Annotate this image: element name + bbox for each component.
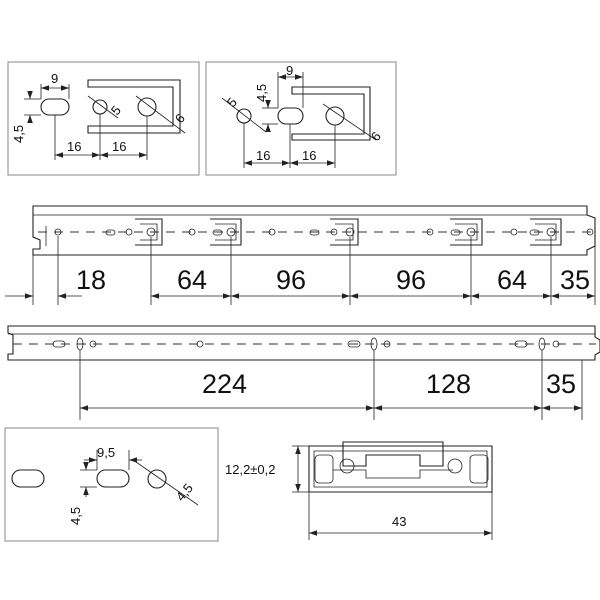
- dim-224: 224: [202, 369, 247, 399]
- slot-hole: [277, 107, 304, 125]
- dim-96-b: 96: [396, 265, 426, 295]
- rail-bracket: [530, 218, 562, 246]
- dim-4-5: 4,5: [11, 125, 26, 143]
- rail-bottom: 224 128 35: [7, 325, 600, 420]
- dim-18: 18: [76, 265, 106, 295]
- dim-64-b: 64: [497, 265, 527, 295]
- dim-35: 35: [560, 265, 590, 295]
- dim-35: 35: [546, 369, 576, 399]
- slot-hole: [96, 469, 130, 488]
- dim-9-5: 9,5: [97, 445, 115, 460]
- dim-9: 9: [51, 71, 58, 86]
- dim-4-5-a: 4,5: [68, 507, 83, 525]
- dim-16-b: 16: [302, 148, 316, 163]
- dim-64-a: 64: [177, 265, 207, 295]
- detail-bottom-left: 9,5 4,5 4,5: [4, 427, 219, 542]
- dim-4-5: 4,5: [254, 84, 269, 102]
- rail-bracket: [450, 218, 483, 246]
- rail-top: 18 64 96 96 64 35: [5, 205, 597, 305]
- cross-section: 12,2±0,2 43: [225, 441, 493, 540]
- dim-96-a: 96: [276, 265, 306, 295]
- profile-outline: [308, 445, 493, 493]
- round-hole: [147, 469, 167, 489]
- rail-outline: [7, 325, 600, 361]
- dim-9: 9: [286, 63, 293, 78]
- dim-16-b: 16: [112, 139, 126, 154]
- dim-16-a: 16: [67, 139, 81, 154]
- rail-bracket: [210, 218, 242, 246]
- detail-top-left: 9 4,5 5 6 16 16: [7, 61, 200, 176]
- hook-bracket: [291, 86, 371, 141]
- dim-16-a: 16: [256, 148, 270, 163]
- dim-width: 43: [392, 514, 406, 529]
- dim-height: 12,2±0,2: [225, 462, 276, 477]
- dim-128: 128: [426, 369, 471, 399]
- detail-top-right: 9 4,5 5 6 16 16: [205, 61, 397, 176]
- rail-bracket: [135, 218, 163, 246]
- rail-outline: [32, 205, 596, 256]
- rail-bracket: [330, 218, 359, 246]
- hook-bracket: [87, 79, 181, 134]
- slot-hole: [11, 469, 45, 488]
